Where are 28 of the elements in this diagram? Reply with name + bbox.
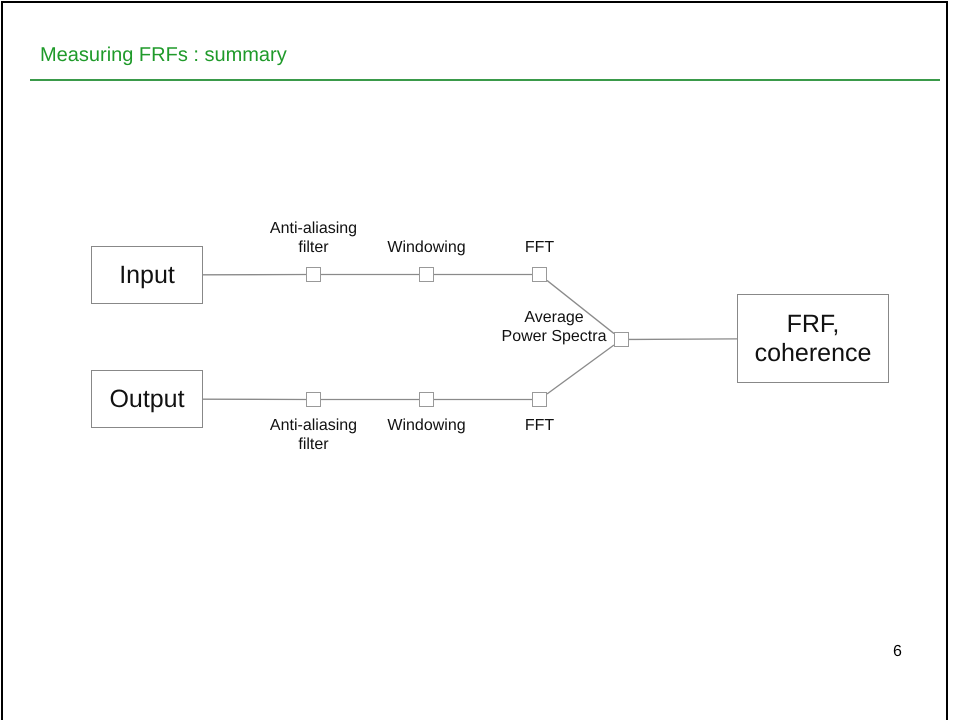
stage-label: Windowing	[386, 416, 467, 436]
page-number: 6	[893, 643, 902, 661]
stage-label: FFT	[524, 416, 556, 436]
stage-label: Windowing	[386, 238, 467, 257]
small-square-box	[532, 392, 547, 407]
small-square-box	[306, 267, 321, 282]
connector-line	[629, 338, 737, 340]
stage-label: Anti-aliasing filter	[268, 218, 358, 257]
stage-label: Anti-aliasing filter	[268, 416, 358, 454]
connector-line	[434, 274, 532, 276]
connector-line	[203, 398, 306, 400]
connector-line	[203, 274, 306, 276]
slide-title: Measuring FRFs : summary	[40, 44, 287, 67]
small-square-box	[419, 392, 434, 407]
process-box: FRF, coherence	[737, 294, 889, 383]
process-box: Output	[91, 370, 203, 428]
connector-line	[321, 274, 419, 276]
small-square-box	[532, 267, 547, 282]
stage-label: FFT	[524, 238, 556, 257]
process-box: Input	[91, 246, 203, 304]
small-square-box	[306, 392, 321, 407]
connector-line	[546, 280, 614, 334]
connector-line	[546, 344, 614, 395]
connector-line	[321, 398, 419, 400]
stage-label: Average Power Spectra	[500, 308, 608, 346]
small-square-box	[419, 267, 434, 282]
small-square-box	[614, 332, 629, 347]
connector-line	[434, 398, 532, 400]
